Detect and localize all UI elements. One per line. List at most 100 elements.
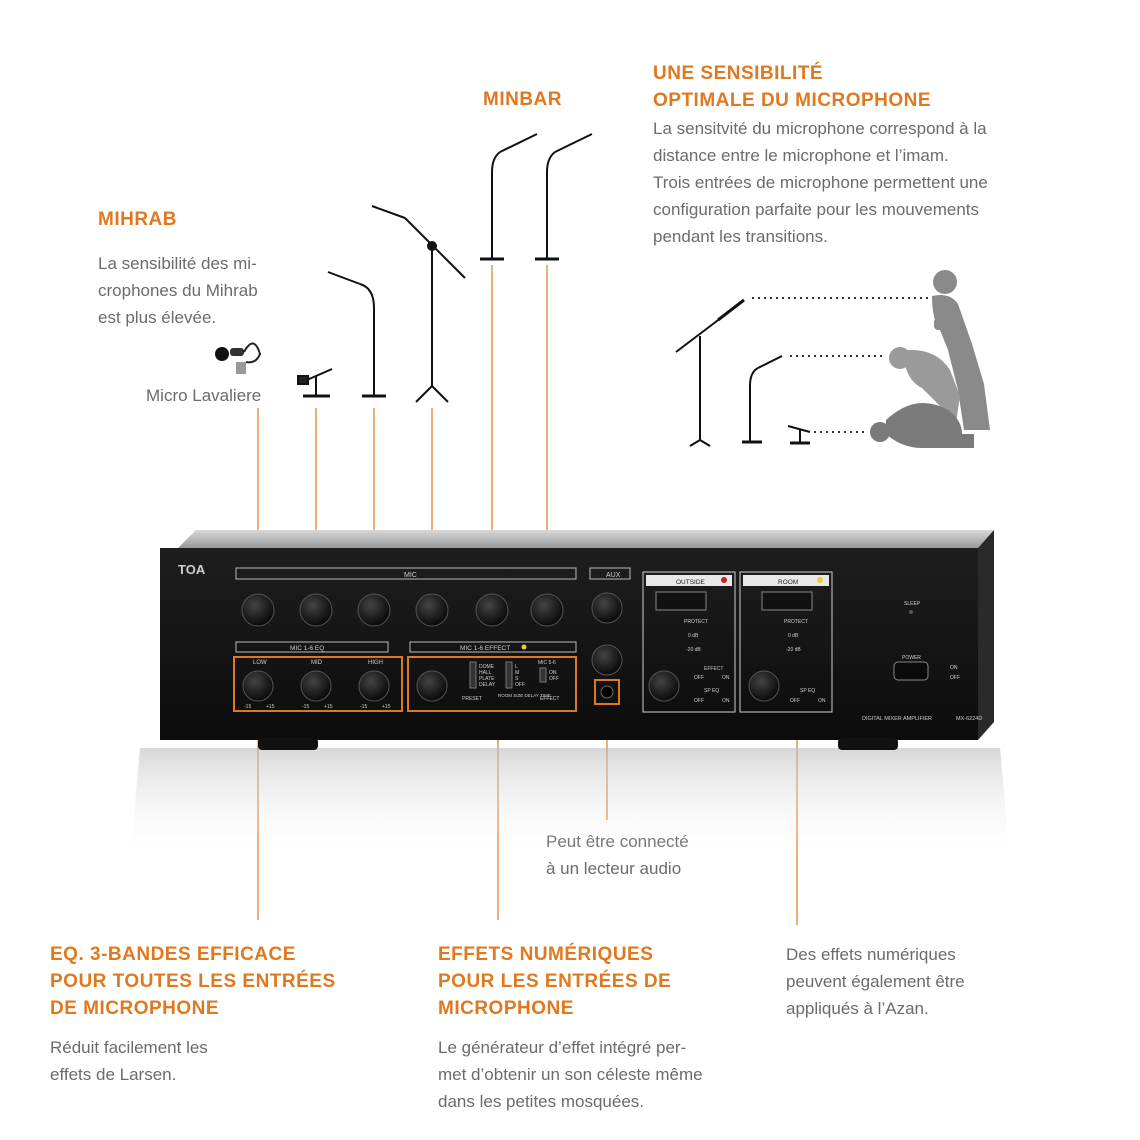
preset-hall: HALL xyxy=(479,670,492,676)
outside-volume-knob[interactable] xyxy=(648,670,680,702)
power-on-label: ON xyxy=(950,665,958,671)
boom-mic-right-icon xyxy=(675,298,745,447)
room-20db-label: -20 dB xyxy=(786,647,801,653)
eq-band-high: HIGH xyxy=(368,660,383,666)
mihrab-title: MIHRAB xyxy=(98,209,177,230)
room-m: M xyxy=(515,670,519,676)
eq-band-mid: MID xyxy=(311,660,323,666)
aux-2-knob[interactable] xyxy=(591,644,623,676)
power-off-label: OFF xyxy=(950,675,960,681)
prostrating-imam-icon xyxy=(870,402,974,448)
mic-3-knob[interactable] xyxy=(357,593,391,627)
room-protect-label: PROTECT xyxy=(784,619,808,625)
outside-effect-on: ON xyxy=(722,675,730,681)
effect-led xyxy=(521,644,527,650)
power-button[interactable] xyxy=(893,661,929,681)
mic-volume-knobs xyxy=(241,592,623,676)
eq-title: EQ. 3-BANDES EFFICACE POUR TOUTES LES EN… xyxy=(50,944,336,1019)
room-panel xyxy=(739,571,833,713)
model-number: MX-6224D xyxy=(956,716,982,722)
outside-protect-label: PROTECT xyxy=(684,619,708,625)
azan-body: Des effets numériques peuvent également … xyxy=(786,945,965,1018)
room-l: L xyxy=(515,664,518,670)
sleep-label: SLEEP xyxy=(904,601,921,607)
eq-body: Réduit facilement les effets de Larsen. xyxy=(50,1038,208,1084)
gooseneck-mic-icon xyxy=(327,271,386,398)
sleep-led xyxy=(909,610,913,614)
minbar-mic-2-icon xyxy=(535,133,593,261)
outside-speq-on: ON xyxy=(722,698,730,704)
mic-2-knob[interactable] xyxy=(299,593,333,627)
imam-positions-illustration xyxy=(675,270,990,448)
mic-6-knob[interactable] xyxy=(530,593,564,627)
room-speq-off: OFF xyxy=(790,698,800,704)
desk-mic-right-icon xyxy=(787,425,811,445)
aux-1-knob[interactable] xyxy=(591,592,623,624)
effets-body: Le générateur d’effet intégré per- met d… xyxy=(438,1038,703,1111)
effect-knob-label: EFFECT xyxy=(540,696,559,702)
preset-plate: PLATE xyxy=(479,676,495,682)
mic-1-knob[interactable] xyxy=(241,593,275,627)
aux-jack-highlight-box xyxy=(594,679,620,705)
outside-0db-label: 0 dB xyxy=(688,633,699,639)
room-led xyxy=(817,577,823,583)
mic56-switch[interactable] xyxy=(539,667,547,683)
eq-mid-max: +15 xyxy=(324,704,333,710)
model-name: DIGITAL MIXER AMPLIFIER xyxy=(862,716,932,722)
mic-4-knob[interactable] xyxy=(415,593,449,627)
eq-low-max: +15 xyxy=(266,704,275,710)
preset-dome: DOME xyxy=(479,664,495,670)
preset-delay: DELAY xyxy=(479,682,496,688)
desk-mic-icon xyxy=(297,368,333,398)
eq-mid-knob[interactable] xyxy=(300,670,332,702)
power-label: POWER xyxy=(902,655,921,661)
outside-effect-off: OFF xyxy=(694,675,704,681)
mic-5-knob[interactable] xyxy=(475,593,509,627)
mic56-on: ON xyxy=(549,670,557,676)
outside-speq-off: OFF xyxy=(694,698,704,704)
room-power-switch[interactable] xyxy=(761,591,813,611)
room-speq-on: ON xyxy=(818,698,826,704)
eq-low-min: -15 xyxy=(244,704,251,710)
mic56-off: OFF xyxy=(549,676,559,682)
mihrab-body: La sensibilité des mi- crophones du Mihr… xyxy=(98,254,258,327)
eq-high-min: -15 xyxy=(360,704,367,710)
eq-band-low: LOW xyxy=(253,660,267,666)
effect-knob[interactable] xyxy=(416,670,448,702)
outside-led xyxy=(721,577,727,583)
preset-switch[interactable] xyxy=(469,661,477,689)
outside-speq-label: SP EQ xyxy=(704,688,719,694)
room-size-switch[interactable] xyxy=(505,661,513,689)
minbar-title: MINBAR xyxy=(483,89,562,110)
eq-high-knob[interactable] xyxy=(358,670,390,702)
eq-section-label: MIC 1-6 EQ xyxy=(290,645,324,652)
outside-effect-label: EFFECT xyxy=(704,666,723,672)
distance-dotted-lines xyxy=(752,297,928,433)
eq-low-knob[interactable] xyxy=(242,670,274,702)
gooseneck-mic-right-icon xyxy=(742,355,783,444)
preset-label: PRESET xyxy=(462,696,482,702)
room-size-label: ROOM SIZE DELAY TIME xyxy=(498,693,551,698)
outside-power-switch[interactable] xyxy=(655,591,707,611)
aux-section-label: AUX xyxy=(606,572,621,579)
outside-panel xyxy=(642,571,736,713)
mic-section-label: MIC xyxy=(404,572,417,579)
effect-highlight-box xyxy=(407,656,577,712)
room-volume-knob[interactable] xyxy=(748,670,780,702)
outside-label: OUTSIDE xyxy=(676,579,706,586)
room-s: S xyxy=(515,676,519,682)
room-0db-label: 0 dB xyxy=(788,633,799,639)
outside-20db-label: -20 dB xyxy=(686,647,701,653)
aux-input-jack[interactable] xyxy=(600,685,614,699)
mic56-label: MIC 5-6 xyxy=(538,660,556,666)
sensibilite-body: La sensitvité du microphone correspond à… xyxy=(653,119,988,246)
room-off: OFF xyxy=(515,682,525,688)
room-speq-label: SP EQ xyxy=(800,688,815,694)
effect-section-label: MIC 1-6 EFFECT xyxy=(460,645,510,652)
room-label: ROOM xyxy=(778,579,798,586)
amplifier-device: TOA MIC AUX MIC 1-6 EQ MIC 1-6 EFFECT LO… xyxy=(130,530,1010,860)
standing-imam-icon xyxy=(932,270,990,430)
effets-title: EFFETS NUMÉRIQUES POUR LES ENTRÉES DE MI… xyxy=(438,944,672,1019)
minbar-mic-1-icon xyxy=(480,133,538,261)
